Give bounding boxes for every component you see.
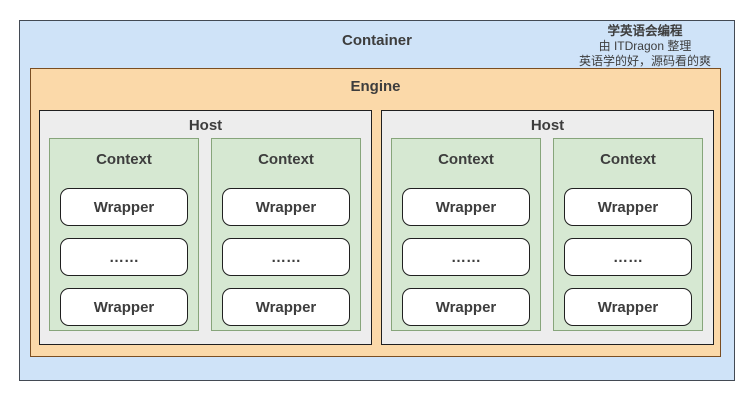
watermark-line-3: 英语学的好，源码看的爽	[578, 54, 711, 68]
context-title: Context	[258, 151, 314, 168]
dots-box: ……	[60, 238, 188, 276]
dots-box: ……	[402, 238, 530, 276]
watermark-line-2: 由 ITDragon 整理	[598, 39, 692, 53]
wrapper-box: Wrapper	[60, 188, 188, 226]
wrapper-box: Wrapper	[222, 188, 350, 226]
wrapper-box: Wrapper	[402, 288, 530, 326]
context-box-3: Context Wrapper …… Wrapper	[391, 138, 541, 331]
hosts-row: Host Context Wrapper …… Wrapper Context …	[39, 110, 714, 345]
context-box-4: Context Wrapper …… Wrapper	[553, 138, 703, 331]
context-title: Context	[600, 151, 656, 168]
contexts-row: Context Wrapper …… Wrapper Context Wrapp…	[40, 134, 371, 344]
container-box: Container 学英语会编程 由 ITDragon 整理 英语学的好，源码看…	[19, 20, 735, 381]
context-title: Context	[438, 151, 494, 168]
wrapper-box: Wrapper	[60, 288, 188, 326]
contexts-row: Context Wrapper …… Wrapper Context Wrapp…	[382, 134, 713, 344]
dots-box: ……	[564, 238, 692, 276]
container-title: Container	[341, 32, 412, 49]
host-title: Host	[530, 117, 565, 134]
engine-title: Engine	[350, 78, 401, 95]
host-box-1: Host Context Wrapper …… Wrapper Context …	[39, 110, 372, 345]
host-title: Host	[188, 117, 223, 134]
engine-box: Engine Host Context Wrapper …… Wrapper C…	[30, 68, 721, 357]
context-box-1: Context Wrapper …… Wrapper	[49, 138, 199, 331]
wrapper-box: Wrapper	[564, 288, 692, 326]
watermark-line-1: 学英语会编程	[607, 24, 683, 38]
wrapper-box: Wrapper	[564, 188, 692, 226]
watermark: 学英语会编程 由 ITDragon 整理 英语学的好，源码看的爽	[559, 24, 731, 69]
context-title: Context	[96, 151, 152, 168]
wrapper-box: Wrapper	[222, 288, 350, 326]
wrapper-box: Wrapper	[402, 188, 530, 226]
host-box-2: Host Context Wrapper …… Wrapper Context …	[381, 110, 714, 345]
context-box-2: Context Wrapper …… Wrapper	[211, 138, 361, 331]
dots-box: ……	[222, 238, 350, 276]
